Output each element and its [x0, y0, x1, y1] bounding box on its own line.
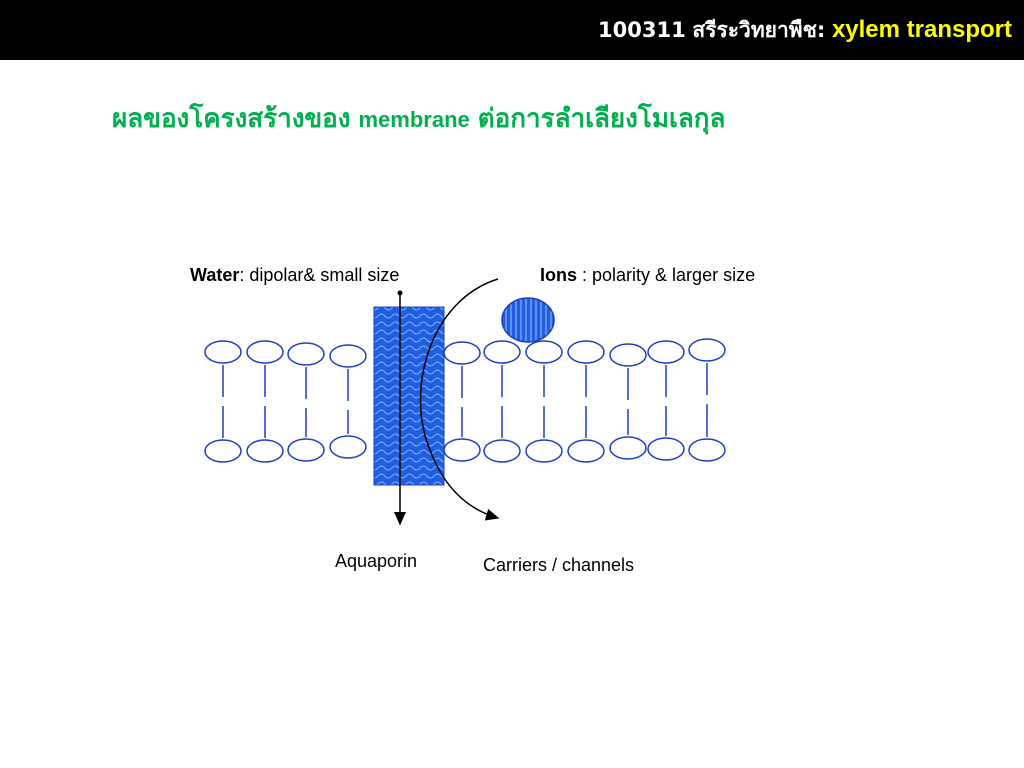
carriers-label: Carriers / channels — [483, 555, 635, 575]
lipid-head-outer — [204, 340, 242, 364]
subtitle-thai-after: ต่อการลำเลียงโมเลกุล — [477, 104, 726, 134]
water-arrow-tail — [397, 290, 403, 296]
phospholipid — [204, 340, 242, 463]
lipid-head-outer — [443, 341, 481, 365]
ion-molecule — [501, 297, 555, 343]
lipid-head-outer — [246, 340, 284, 364]
phospholipid — [688, 338, 726, 462]
lipid-head-inner — [609, 436, 647, 460]
lipid-head-inner — [647, 437, 685, 461]
slide-header-title: 100311 สรีระวิทยาพืช: xylem transport — [598, 14, 1012, 46]
phospholipid — [525, 340, 563, 463]
phospholipid — [246, 340, 284, 463]
header-topic: xylem transport — [831, 16, 1012, 43]
water-label: Water: dipolar& small size — [190, 265, 399, 286]
carrier-transport-arrow — [419, 278, 500, 521]
lipid-head-outer — [567, 340, 605, 364]
lipid-head-outer — [647, 340, 685, 364]
lipid-head-inner — [688, 438, 726, 462]
phospholipid — [329, 344, 367, 459]
phospholipid — [609, 343, 647, 460]
lipid-bilayer — [204, 338, 726, 463]
lipid-head-inner — [483, 439, 521, 463]
ions-label: Ions : polarity & larger size — [540, 265, 755, 286]
lipid-head-outer — [688, 338, 726, 362]
lipid-head-inner — [204, 439, 242, 463]
ions-label-text: : polarity & larger size — [577, 265, 756, 285]
header-bar: 100311 สรีระวิทยาพืช: xylem transport — [0, 0, 1024, 60]
lipid-head-outer — [329, 344, 367, 368]
slide-subtitle: ผลของโครงสร้างของ membrane ต่อการลำเลียงโม… — [112, 98, 725, 139]
ions-label-bold: Ions — [540, 265, 578, 285]
course-name: สรีระวิทยาพืช: — [692, 18, 826, 42]
phospholipid — [647, 340, 685, 461]
lipid-head-outer — [483, 340, 521, 364]
lipid-head-inner — [567, 439, 605, 463]
lipid-head-inner — [287, 438, 325, 462]
lipid-head-outer — [525, 340, 563, 364]
lipid-head-inner — [443, 438, 481, 462]
phospholipid — [483, 340, 521, 463]
water-label-text: : dipolar& small size — [239, 265, 400, 285]
phospholipid — [443, 341, 481, 462]
lipid-head-inner — [246, 439, 284, 463]
lipid-head-outer — [609, 343, 647, 367]
phospholipid — [287, 342, 325, 462]
aquaporin-label: Aquaporin — [335, 551, 418, 571]
phospholipid — [567, 340, 605, 463]
lipid-head-inner — [329, 435, 367, 459]
lipid-head-outer — [287, 342, 325, 366]
subtitle-thai-before: ผลของโครงสร้างของ — [112, 104, 351, 134]
water-label-bold: Water — [190, 265, 240, 285]
lipid-head-inner — [525, 439, 563, 463]
subtitle-term: membrane — [358, 107, 470, 132]
course-code: 100311 — [598, 18, 686, 42]
